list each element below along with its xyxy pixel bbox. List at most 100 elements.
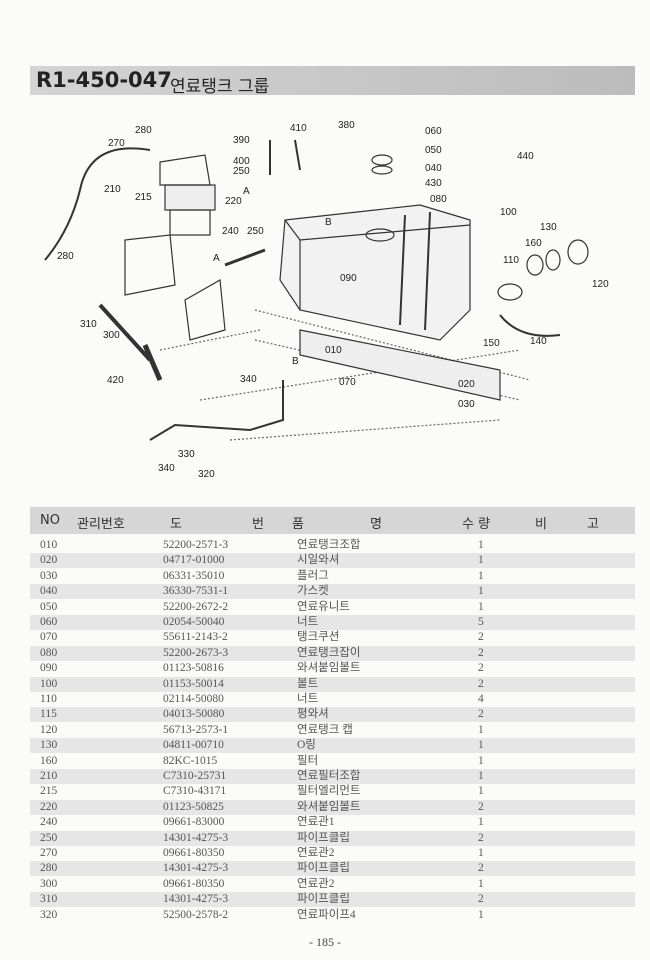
callout-label: 320 xyxy=(198,469,215,480)
quantity: 2 xyxy=(478,831,484,844)
part-number: 04013-50080 xyxy=(163,708,225,721)
item-no: 080 xyxy=(40,646,58,659)
callout-label: 150 xyxy=(483,338,500,349)
callout-label: 310 xyxy=(80,319,97,330)
header-remarks-1: 비 xyxy=(535,517,547,532)
callout-label: 300 xyxy=(103,330,120,341)
part-number: 09661-83000 xyxy=(163,816,225,829)
callout-label: 110 xyxy=(503,255,519,266)
item-no: 110 xyxy=(40,693,57,705)
callout-label: 090 xyxy=(340,273,357,284)
part-name: 시일와셔 xyxy=(297,554,340,567)
quantity: 1 xyxy=(478,847,484,859)
part-number: 52200-2571-3 xyxy=(163,539,229,551)
callout-label: 220 xyxy=(225,196,242,207)
part-number: 52200-2673-3 xyxy=(163,646,229,659)
callout-label: 390 xyxy=(233,135,250,146)
item-no: 160 xyxy=(40,754,58,767)
item-no: 040 xyxy=(40,585,58,598)
quantity: 1 xyxy=(478,908,484,921)
callout-label: 140 xyxy=(530,336,547,347)
part-number: 09661-80350 xyxy=(163,877,225,890)
callout-label: 330 xyxy=(178,449,195,460)
part-number: 06331-35010 xyxy=(163,569,225,582)
callout-label: 240 xyxy=(222,226,239,237)
item-no: 130 xyxy=(40,739,58,752)
item-no: 250 xyxy=(40,831,58,844)
part-number: 52200-2672-2 xyxy=(163,600,229,613)
callout-label: 340 xyxy=(240,374,257,385)
quantity: 2 xyxy=(478,800,484,813)
callout-label: 050 xyxy=(425,145,442,156)
quantity: 2 xyxy=(478,708,484,721)
quantity: 1 xyxy=(478,585,484,598)
quantity: 1 xyxy=(478,723,484,736)
header-remarks-2: 고 xyxy=(587,517,599,532)
part-name: 연료관1 xyxy=(297,816,335,829)
callout-label: 040 xyxy=(425,163,442,174)
part-name: 파이프클립 xyxy=(297,831,350,844)
callout-label: 215 xyxy=(135,192,152,203)
part-number: 04811-00710 xyxy=(163,739,224,752)
part-name: 와셔붙임볼트 xyxy=(297,800,361,813)
quantity: 1 xyxy=(478,770,484,782)
callout-label: 020 xyxy=(458,379,475,390)
item-no: 320 xyxy=(40,908,58,921)
part-name: 필터 xyxy=(297,754,319,767)
table-row: 110 02114-50080 너트 4 xyxy=(30,692,635,707)
callout-label: 100 xyxy=(500,207,517,218)
part-number: 14301-4275-3 xyxy=(163,862,229,875)
part-name: O링 xyxy=(297,739,316,752)
callout-label: 250 xyxy=(247,226,264,237)
part-number: 04717-01000 xyxy=(163,554,225,567)
callout-label: 120 xyxy=(592,279,609,290)
part-name: 연료탱크조합 xyxy=(297,539,361,551)
quantity: 1 xyxy=(478,569,484,582)
quantity: 1 xyxy=(478,554,484,567)
table-row: 250 14301-4275-3 파이프클립 2 xyxy=(30,830,635,846)
quantity: 1 xyxy=(478,785,484,798)
callout-label: 080 xyxy=(430,194,447,205)
part-name: 연료관2 xyxy=(297,877,335,890)
item-no: 010 xyxy=(40,539,58,551)
quantity: 2 xyxy=(478,662,484,675)
part-name: 파이프클립 xyxy=(297,862,350,875)
parts-table-header: NO 관리번호 도 번 품 명 수 량 비 고 xyxy=(30,507,635,534)
quantity: 2 xyxy=(478,646,484,659)
part-name: 너트 xyxy=(297,693,319,705)
item-no: 215 xyxy=(40,785,58,798)
part-number: 02114-50080 xyxy=(163,693,224,705)
callout-label: 060 xyxy=(425,126,442,137)
parts-diagram: 280 270 390 410 380 060 050 040 440 400 … xyxy=(0,100,650,500)
callout-label: 010 xyxy=(325,345,342,356)
quantity: 2 xyxy=(478,677,484,690)
callout-label: 270 xyxy=(108,138,125,149)
part-name: 가스켓 xyxy=(297,585,329,598)
item-no: 270 xyxy=(40,847,58,859)
title-band xyxy=(30,66,635,95)
part-number: 01123-50825 xyxy=(163,800,224,813)
item-no: 310 xyxy=(40,893,58,906)
part-name: 연료파이프4 xyxy=(297,908,356,921)
part-name: 와셔붙임볼트 xyxy=(297,662,361,675)
part-name: 연료관2 xyxy=(297,847,335,859)
quantity: 4 xyxy=(478,693,484,705)
item-no: 240 xyxy=(40,816,58,829)
callout-label: B xyxy=(292,356,299,367)
quantity: 1 xyxy=(478,877,484,890)
callout-label: 070 xyxy=(339,377,356,388)
part-number: 01153-50014 xyxy=(163,677,224,690)
item-no: 090 xyxy=(40,662,58,675)
part-number: 14301-4275-3 xyxy=(163,831,229,844)
